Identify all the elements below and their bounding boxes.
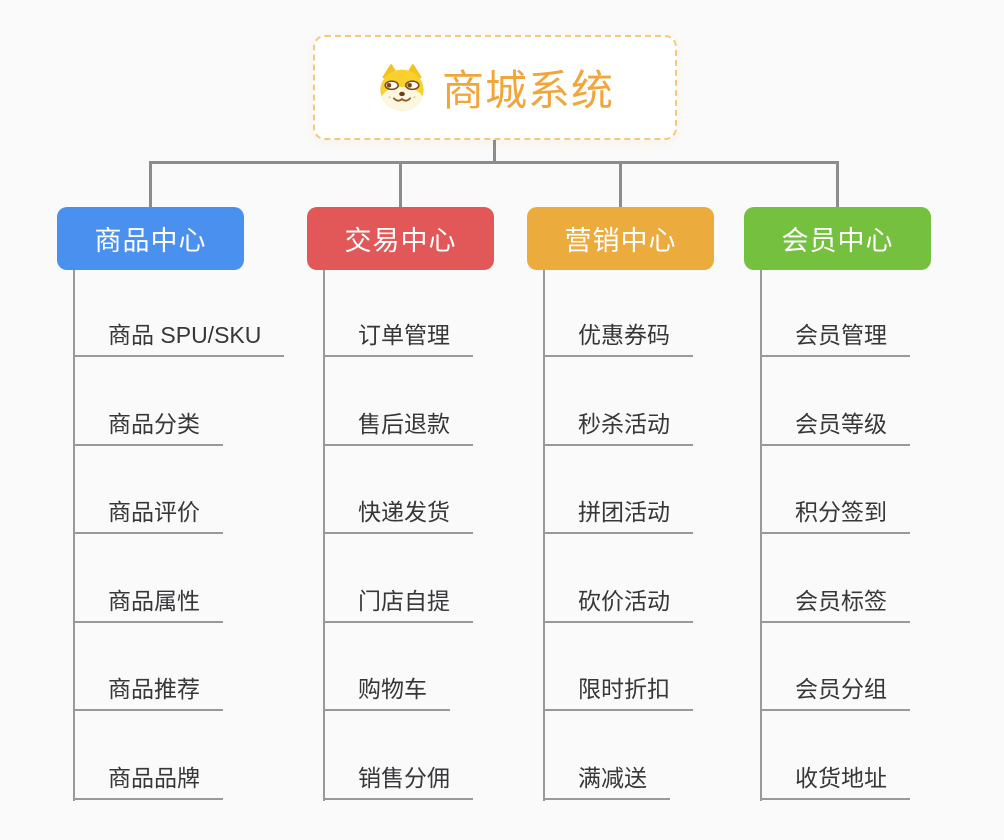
branch-marketing-center: 营销中心 优惠券码 秒杀活动 拼团活动 砍价活动 限时折扣 满减送 bbox=[527, 207, 787, 827]
branch-node-member-center[interactable]: 会员中心 bbox=[744, 207, 931, 270]
leaf-node[interactable]: 销售分佣 bbox=[323, 762, 473, 800]
leaf-node[interactable]: 拼团活动 bbox=[543, 496, 693, 534]
branch-trade-center: 交易中心 订单管理 售后退款 快递发货 门店自提 购物车 销售分佣 bbox=[307, 207, 567, 827]
leaf-node[interactable]: 商品评价 bbox=[73, 496, 223, 534]
leaf-node[interactable]: 门店自提 bbox=[323, 585, 473, 623]
branch-node-marketing-center[interactable]: 营销中心 bbox=[527, 207, 714, 270]
leaf-node[interactable]: 商品 SPU/SKU bbox=[73, 319, 285, 357]
leaf-node[interactable]: 积分签到 bbox=[760, 496, 910, 534]
branch-product-center: 商品中心 商品 SPU/SKU 商品分类 商品评价 商品属性 商品推荐 商品品牌 bbox=[57, 207, 317, 827]
leaf-node[interactable]: 售后退款 bbox=[323, 408, 473, 446]
branch-node-product-center[interactable]: 商品中心 bbox=[57, 207, 244, 270]
branch-trunk-line bbox=[73, 270, 75, 801]
leaf-node[interactable]: 会员标签 bbox=[760, 585, 910, 623]
shiba-dog-icon bbox=[380, 63, 424, 111]
branch-node-trade-center[interactable]: 交易中心 bbox=[307, 207, 494, 270]
leaf-node[interactable]: 秒杀活动 bbox=[543, 408, 693, 446]
leaf-node[interactable]: 商品分类 bbox=[73, 408, 223, 446]
root-node-mall-system[interactable]: 商城系统 bbox=[313, 35, 677, 140]
leaf-node[interactable]: 砍价活动 bbox=[543, 585, 693, 623]
drop-connector-line bbox=[399, 161, 402, 208]
branch-trunk-line bbox=[543, 270, 545, 801]
horizontal-connector-line bbox=[149, 161, 839, 164]
leaf-node[interactable]: 会员等级 bbox=[760, 408, 910, 446]
branch-member-center: 会员中心 会员管理 会员等级 积分签到 会员标签 会员分组 收货地址 bbox=[744, 207, 1004, 827]
leaf-node[interactable]: 会员管理 bbox=[760, 319, 910, 357]
leaf-node[interactable]: 商品推荐 bbox=[73, 673, 223, 711]
drop-connector-line bbox=[619, 161, 622, 208]
branch-trunk-line bbox=[323, 270, 325, 801]
leaf-node[interactable]: 商品品牌 bbox=[73, 762, 223, 800]
leaf-node[interactable]: 购物车 bbox=[323, 673, 450, 711]
leaf-node[interactable]: 满减送 bbox=[543, 762, 670, 800]
branch-trunk-line bbox=[760, 270, 762, 801]
leaf-node[interactable]: 会员分组 bbox=[760, 673, 910, 711]
root-node-label: 商城系统 bbox=[441, 67, 614, 114]
leaf-node[interactable]: 商品属性 bbox=[73, 585, 223, 623]
leaf-node[interactable]: 优惠券码 bbox=[543, 319, 693, 357]
leaf-node[interactable]: 快递发货 bbox=[323, 496, 473, 534]
leaf-node[interactable]: 订单管理 bbox=[323, 319, 473, 357]
leaf-node[interactable]: 收货地址 bbox=[760, 762, 910, 800]
drop-connector-line bbox=[149, 161, 152, 208]
leaf-node[interactable]: 限时折扣 bbox=[543, 673, 693, 711]
drop-connector-line bbox=[836, 161, 839, 208]
root-connector-line bbox=[493, 140, 496, 163]
